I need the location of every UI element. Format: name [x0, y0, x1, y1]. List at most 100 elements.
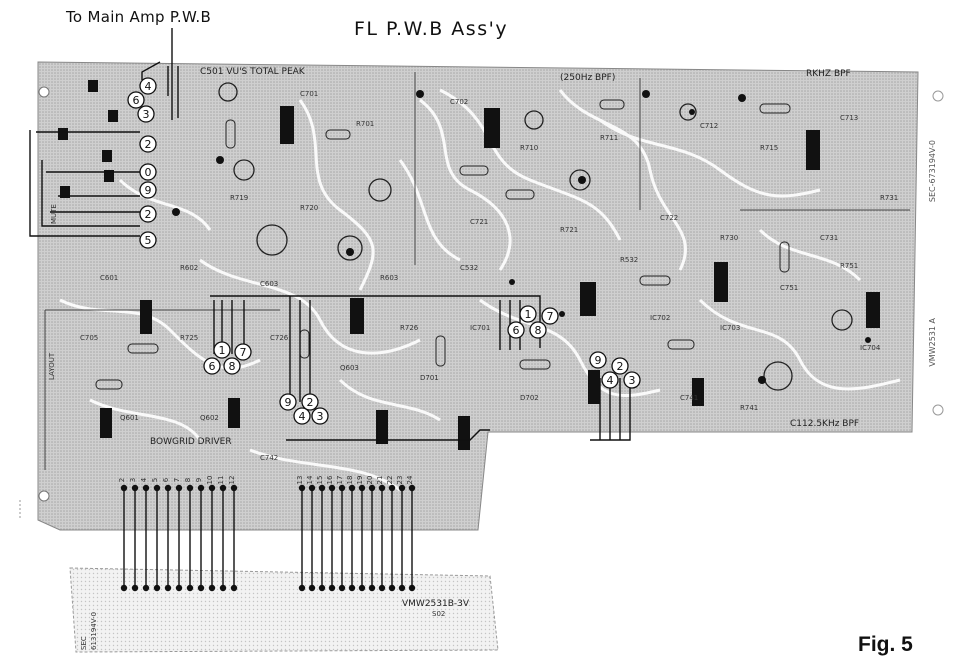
to-main-amp-label: To Main Amp P.W.B — [66, 8, 212, 26]
solder-pad — [338, 484, 346, 492]
pin-label: 15 — [316, 476, 324, 485]
solder-pad — [328, 584, 336, 592]
part-ref: IC702 — [650, 314, 670, 322]
conn-num: 6 — [133, 94, 140, 107]
ribbon-cables — [120, 484, 416, 592]
solder-pad — [398, 584, 406, 592]
figure-label: Fig. 5 — [858, 633, 913, 656]
part-ref: C712 — [700, 122, 718, 130]
main-amp-wires — [29, 28, 179, 237]
bottom-left-code2: 613194V-0 — [90, 612, 98, 650]
conn-num: 9 — [285, 396, 292, 409]
tabs-left: LAYOUT — [48, 352, 56, 380]
solder-pad — [142, 584, 150, 592]
conn-num: 3 — [143, 108, 150, 121]
part-ref: R710 — [520, 144, 538, 152]
pin-label: 9 — [195, 478, 203, 482]
solder-pad — [186, 484, 194, 492]
part-ref: R751 — [840, 262, 858, 270]
conn-num: 0 — [145, 166, 152, 179]
part-ref: IC701 — [470, 324, 490, 332]
conn-num: 6 — [513, 324, 520, 337]
solder-pad — [153, 484, 161, 492]
conn-num: 4 — [607, 374, 614, 387]
solder-pad — [398, 484, 406, 492]
solder-pad — [388, 584, 396, 592]
part-ref: R721 — [560, 226, 578, 234]
pin-label: 23 — [396, 476, 404, 485]
part-ref: Q602 — [200, 414, 219, 422]
solder-pad — [378, 484, 386, 492]
part-ref: R741 — [740, 404, 758, 412]
conn-num: 1 — [219, 344, 226, 357]
part-ref: R602 — [180, 264, 198, 272]
solder-pad — [164, 484, 172, 492]
mute-label: MUTE — [50, 204, 58, 224]
solder-pad — [120, 584, 128, 592]
conn-num: 9 — [145, 184, 152, 197]
pin-label: 17 — [336, 476, 344, 485]
conn-num: 5 — [145, 234, 152, 247]
part-ref: C742 — [260, 454, 278, 462]
conn-num: 4 — [299, 410, 306, 423]
part-ref: R603 — [380, 274, 398, 282]
solder-pad — [208, 584, 216, 592]
part-ref: R701 — [356, 120, 374, 128]
right-header: (250Hz BPF) — [560, 73, 615, 83]
conn-num: 8 — [229, 360, 236, 373]
part-ref: D701 — [420, 374, 439, 382]
part-ref: C702 — [450, 98, 468, 106]
part-ref: C713 — [840, 114, 858, 122]
part-center-sub: S02 — [432, 610, 445, 618]
solder-pad — [298, 584, 306, 592]
pin-label: 4 — [140, 477, 148, 482]
part-ref: R532 — [620, 256, 638, 264]
part-ref: C721 — [470, 218, 488, 226]
bpf-right: RKHZ BPF — [806, 69, 851, 79]
part-ref: C722 — [660, 214, 678, 222]
pin-label: 3 — [129, 478, 137, 482]
part-ref: C601 — [100, 274, 118, 282]
meter-header: C501 VU'S TOTAL PEAK — [200, 67, 306, 77]
solder-pad — [219, 584, 227, 592]
pin-label: 8 — [184, 478, 192, 482]
solder-pad — [358, 584, 366, 592]
conn-num: 9 — [595, 354, 602, 367]
part-ref: C603 — [260, 280, 278, 288]
pin-label: 10 — [206, 476, 214, 485]
conn-num: 3 — [629, 374, 636, 387]
part-ref: R730 — [720, 234, 738, 242]
solder-pad — [186, 584, 194, 592]
pin-label: 20 — [366, 476, 374, 485]
conn-num: 2 — [145, 208, 152, 221]
part-ref: C731 — [820, 234, 838, 242]
part-ref: C741 — [680, 394, 698, 402]
part-center: VMW2531B-3V — [402, 599, 470, 609]
part-ref: C701 — [300, 90, 318, 98]
part-ref: R711 — [600, 134, 618, 142]
part-ref: D702 — [520, 394, 539, 402]
solder-pad — [348, 484, 356, 492]
solder-pad — [318, 584, 326, 592]
pin-label: 19 — [356, 476, 364, 485]
conn-num: 3 — [317, 410, 324, 423]
bpf-bottom: C112.5KHz BPF — [790, 419, 859, 429]
pin-label: 22 — [386, 476, 394, 485]
driver-label: BOWGRID DRIVER — [150, 437, 232, 447]
conn-num: 4 — [145, 80, 152, 93]
solder-pad — [408, 484, 416, 492]
part-ref: IC703 — [720, 324, 740, 332]
pin-label: 14 — [306, 475, 314, 484]
solder-pad — [175, 484, 183, 492]
pin-label: 24 — [406, 475, 414, 484]
solder-pad — [358, 484, 366, 492]
solder-pad — [230, 584, 238, 592]
conn-num: 2 — [307, 396, 314, 409]
conn-num: 1 — [525, 308, 532, 321]
solder-pad — [230, 484, 238, 492]
pin-label: 5 — [151, 478, 159, 482]
pin-label: 11 — [217, 476, 225, 485]
pin-label: 21 — [376, 476, 384, 485]
conn-num: 8 — [535, 324, 542, 337]
